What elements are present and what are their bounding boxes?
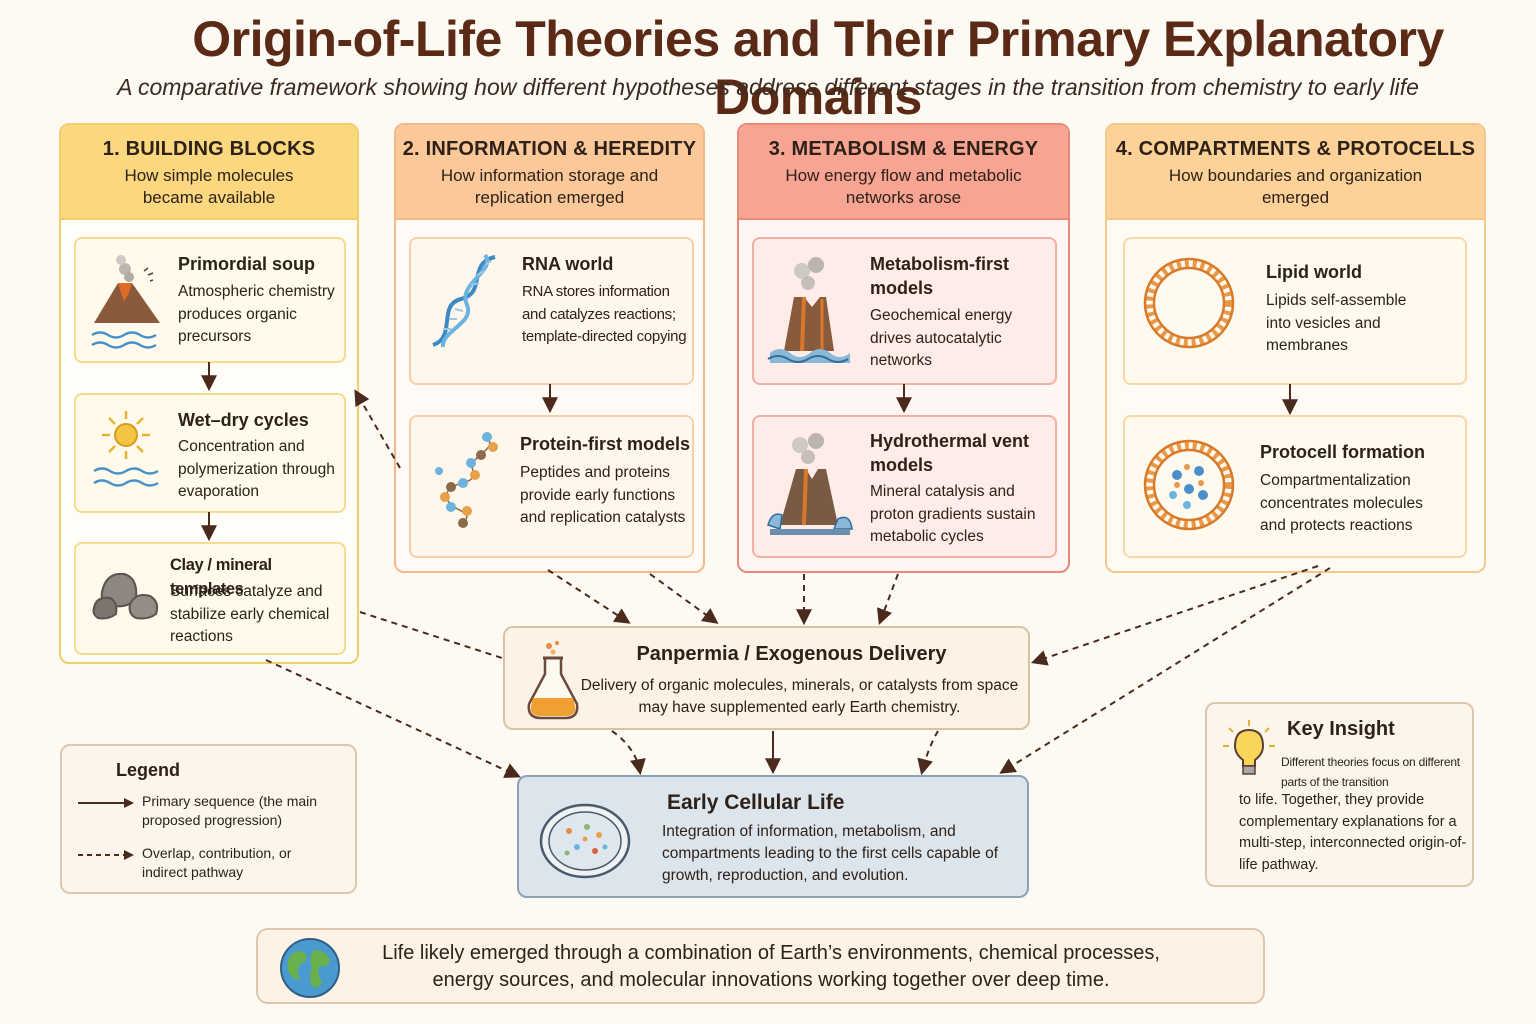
column-header: 1. BUILDING BLOCKS How simple molecules …: [61, 125, 357, 220]
column-desc: How boundaries and organization emerged: [1168, 166, 1423, 207]
card-rna-world[interactable]: RNA world RNA stores information and cat…: [409, 237, 694, 385]
panspermia-box[interactable]: Panpermia / Exogenous Delivery Delivery …: [503, 626, 1030, 730]
legend-solid-text: Primary sequence (the main proposed prog…: [142, 793, 318, 828]
footer-text: Life likely emerged through a combinatio…: [382, 942, 1160, 991]
dashed-pan-left-to-life: [611, 730, 646, 776]
page-title: Origin-of-Life Theories and Their Primar…: [192, 11, 1444, 125]
column-metabolism-energy: 3. METABOLISM & ENERGY How energy flow a…: [737, 123, 1070, 573]
dashed-col4-to-panspermia: [1030, 565, 1319, 666]
vent-icon: [767, 257, 850, 363]
card-desc: Mineral catalysis and proton gradients s…: [870, 483, 1036, 545]
globe-icon: [280, 938, 340, 998]
panspermia-desc: Delivery of organic molecules, minerals,…: [580, 677, 1019, 716]
card-protocell-formation[interactable]: Protocell formation Compartmentalization…: [1123, 415, 1467, 558]
lightbulb-icon: [1223, 720, 1275, 775]
dashed-pan-right-to-life: [917, 730, 939, 776]
dashed-col2-a: [547, 569, 631, 624]
flask-icon: [527, 641, 579, 720]
card-desc: Surfaces catalyze and stabilize early ch…: [170, 583, 330, 645]
column-title: 2. INFORMATION & HEREDITY: [402, 138, 697, 160]
legend-box: Legend Primary sequence (the main propos…: [60, 744, 357, 894]
early-life-title: Early Cellular Life: [667, 791, 845, 814]
card-desc: Geochemical energy drives autocatalytic …: [870, 307, 1013, 369]
card-protein-first[interactable]: Protein-first models Peptides and protei…: [409, 415, 694, 558]
insight-text: to life. Together, they provide compleme…: [1239, 792, 1467, 873]
rocks-icon: [92, 572, 159, 620]
insight-small-text: Different theories focus on different pa…: [1281, 755, 1460, 789]
column-header: 3. METABOLISM & ENERGY How energy flow a…: [739, 125, 1068, 220]
early-cellular-life-box[interactable]: Early Cellular Life Integration of infor…: [517, 775, 1029, 898]
footer-box: Life likely emerged through a combinatio…: [256, 928, 1265, 1004]
card-name: Lipid world: [1266, 262, 1362, 282]
hydrothermal-vent-icon: [767, 433, 853, 535]
dashed-arrow-icon: [78, 850, 134, 860]
dashed-col2-b: [649, 573, 719, 624]
column-header: 4. COMPARTMENTS & PROTOCELLS How boundar…: [1107, 125, 1484, 220]
card-name: Primordial soup: [178, 254, 316, 274]
card-name: Protein-first models: [520, 434, 691, 454]
panspermia-title: Panpermia / Exogenous Delivery: [636, 643, 947, 665]
page-subtitle: A comparative framework showing how diff…: [117, 74, 1419, 100]
card-lipid-world[interactable]: Lipid world Lipids self-assemble into ve…: [1123, 237, 1467, 385]
card-name: Protocell formation: [1260, 442, 1426, 462]
insight-title: Key Insight: [1287, 718, 1395, 740]
early-life-desc: Integration of information, metabolism, …: [662, 823, 999, 884]
card-name: Metabolism-first models: [870, 254, 1010, 298]
card-desc: Lipids self-assemble into vesicles and m…: [1266, 292, 1407, 354]
column-title: 4. COMPARTMENTS & PROTOCELLS: [1115, 138, 1476, 160]
column-desc: How information storage and replication …: [440, 166, 659, 207]
card-hydrothermal-vent[interactable]: Hydrothermal vent models Mineral catalys…: [752, 415, 1057, 558]
card-desc: Concentration and polymerization through…: [178, 438, 335, 500]
petri-dish-icon: [539, 803, 631, 879]
card-name: Hydrothermal vent models: [870, 431, 1030, 475]
card-wet-dry-cycles[interactable]: Wet–dry cycles Concentration and polymer…: [74, 393, 346, 513]
column-information-heredity: 2. INFORMATION & HEREDITY How informatio…: [394, 123, 705, 573]
card-metabolism-first[interactable]: Metabolism-first models Geochemical ener…: [752, 237, 1057, 385]
legend-title: Legend: [116, 760, 181, 780]
column-header: 2. INFORMATION & HEREDITY How informatio…: [396, 125, 703, 220]
key-insight-box: Key Insight Different theories focus on …: [1205, 702, 1474, 887]
card-desc: Compartmentalization concentrates molecu…: [1260, 472, 1423, 534]
column-desc: How simple molecules became available: [124, 166, 294, 207]
card-desc: Peptides and proteins provide early func…: [520, 464, 686, 526]
card-desc: RNA stores information and catalyzes rea…: [522, 283, 687, 345]
column-title: 1. BUILDING BLOCKS: [102, 138, 316, 160]
column-desc: How energy flow and metabolic networks a…: [785, 166, 1022, 207]
card-name: Clay / mineral templates: [170, 556, 272, 598]
dashed-col3-b: [877, 573, 899, 625]
column-compartments-protocells: 4. COMPARTMENTS & PROTOCELLS How boundar…: [1105, 123, 1486, 573]
dashed-clay-to-panspermia: [359, 611, 503, 659]
vesicle-icon: [1143, 257, 1235, 349]
protocell-icon: [1143, 439, 1235, 531]
peptide-chain-icon: [435, 432, 498, 528]
helix-icon: [432, 253, 496, 348]
volcano-ocean-icon: [91, 255, 160, 349]
card-name: Wet–dry cycles: [178, 410, 309, 430]
card-primordial-soup[interactable]: Primordial soup Atmospheric chemistry pr…: [74, 237, 346, 363]
legend-dashed-text: Overlap, contribution, or indirect pathw…: [142, 845, 292, 880]
solid-arrow-icon: [78, 798, 134, 808]
card-name: RNA world: [522, 254, 614, 274]
column-building-blocks: 1. BUILDING BLOCKS How simple molecules …: [59, 123, 359, 664]
column-title: 3. METABOLISM & ENERGY: [768, 138, 1039, 160]
card-desc: Atmospheric chemistry produces organic p…: [178, 283, 335, 345]
card-clay-mineral-templates[interactable]: Clay / mineral templates Surfaces cataly…: [74, 542, 346, 655]
sun-water-icon: [93, 411, 159, 487]
